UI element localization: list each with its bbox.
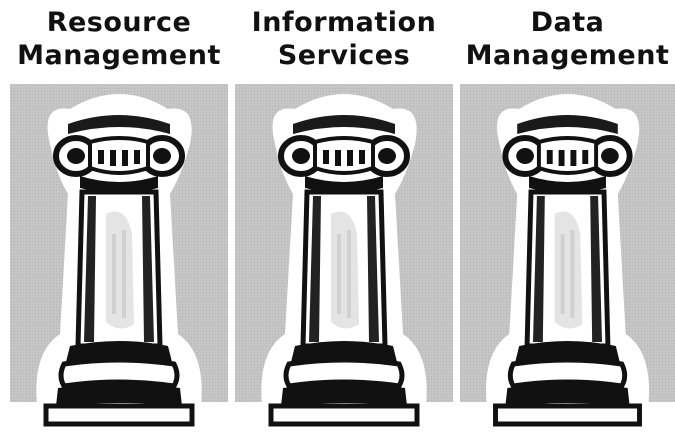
- pillar-title-line2: Management: [17, 40, 221, 71]
- pillar-data-management: Data Management: [460, 0, 675, 432]
- pillar-title: Information Services: [227, 6, 461, 72]
- pillar-information-services: Information Services: [235, 0, 453, 432]
- pillar-title-line2: Services: [277, 40, 411, 71]
- column-icon: [235, 84, 453, 432]
- pillar-title-line1: Information: [251, 7, 437, 38]
- pillar-title-line1: Resource: [46, 7, 192, 38]
- pillar-title-line1: Data: [530, 7, 605, 38]
- column-icon: [460, 84, 675, 432]
- pillar-title: Resource Management: [2, 6, 236, 72]
- column-icon: [10, 84, 228, 432]
- pillar-title-line2: Management: [465, 40, 670, 71]
- pillar-title: Data Management: [452, 6, 675, 72]
- pillar-resource-management: Resource Management: [10, 0, 228, 432]
